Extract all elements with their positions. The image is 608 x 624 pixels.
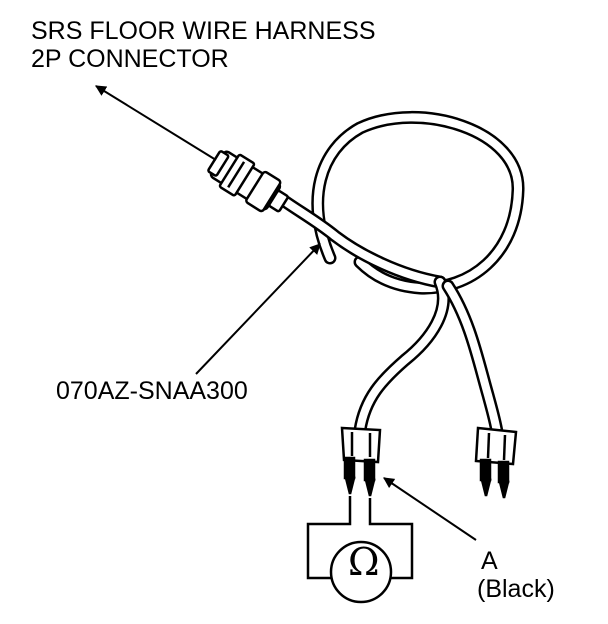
connector-title-line2: 2P CONNECTOR bbox=[31, 45, 229, 73]
connector-arrow bbox=[95, 85, 217, 161]
harness-cable bbox=[276, 110, 525, 439]
probe-connector-a bbox=[340, 426, 382, 497]
probe-connector-b bbox=[474, 426, 518, 499]
connector-title-line1: SRS FLOOR WIRE HARNESS bbox=[31, 17, 376, 45]
leader-arrows bbox=[95, 85, 477, 541]
ohm-symbol: Ω bbox=[348, 540, 380, 584]
a-callout-arrow bbox=[383, 477, 477, 541]
ohmmeter-icon bbox=[306, 496, 414, 604]
connector-a-callout: A (Black) bbox=[477, 547, 555, 603]
callout-letter-a: A bbox=[481, 547, 498, 575]
part-number-arrow bbox=[195, 243, 321, 375]
part-number-label: 070AZ-SNAA300 bbox=[56, 377, 248, 405]
connector-2p-icon bbox=[207, 150, 289, 213]
callout-color-black: (Black) bbox=[477, 575, 555, 603]
connector-callout: SRS FLOOR WIRE HARNESS 2P CONNECTOR bbox=[31, 17, 376, 73]
